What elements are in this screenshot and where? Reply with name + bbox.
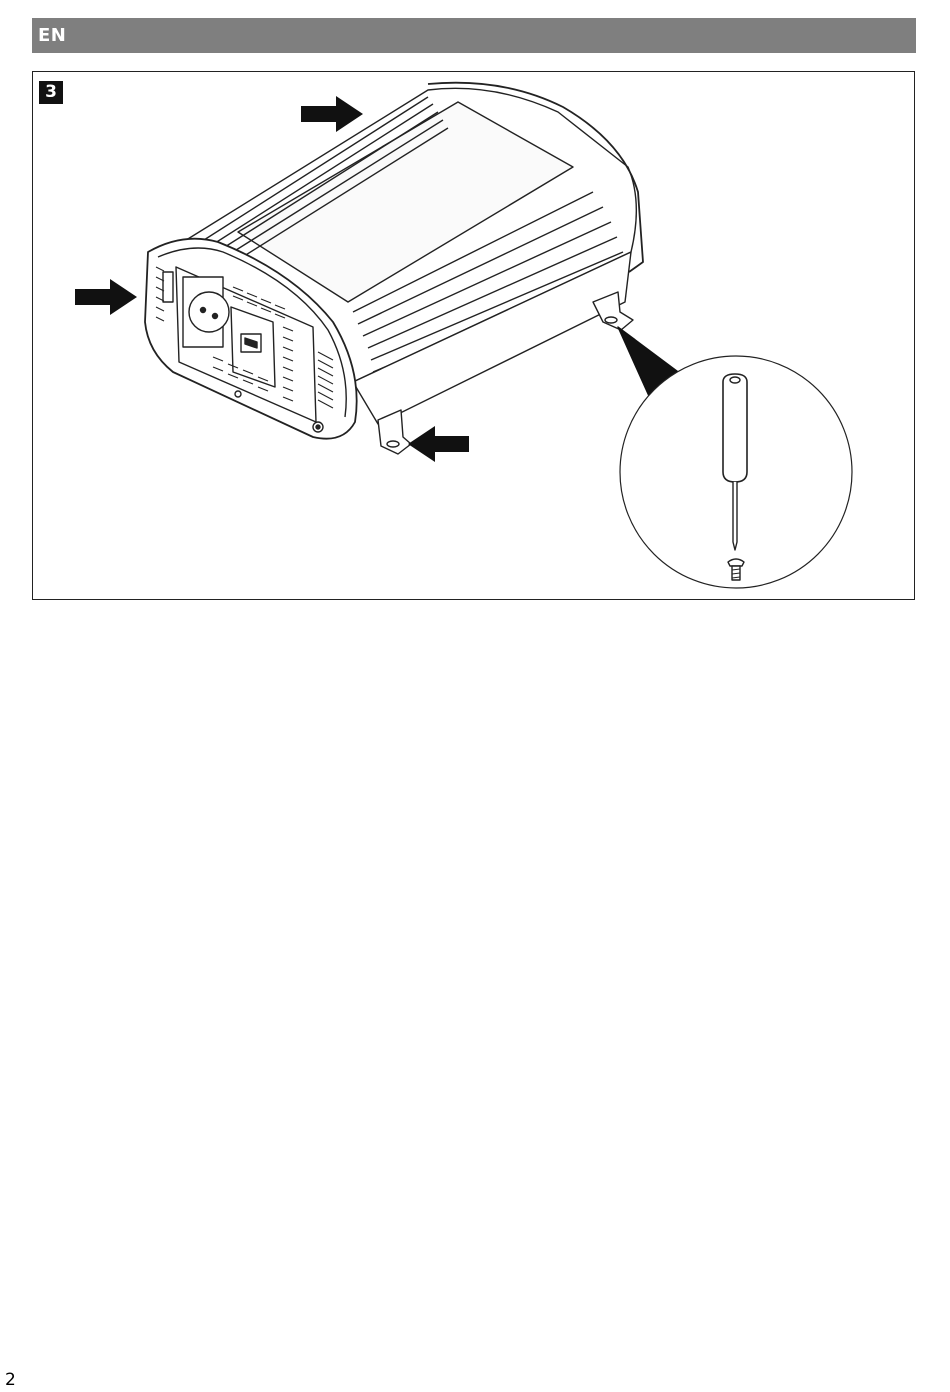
language-header-bar: EN: [32, 18, 916, 53]
arrow-left-icon: [408, 426, 469, 462]
detail-callout: [618, 327, 852, 588]
figure-frame: 3: [32, 71, 915, 600]
arrow-right-icon: [301, 96, 363, 132]
page-number: 2: [5, 1370, 16, 1390]
power-switch: [163, 272, 173, 302]
language-code: EN: [38, 25, 66, 46]
inverter-illustration: [33, 72, 914, 599]
arrow-right-icon: [75, 279, 137, 315]
inverter-housing: [145, 83, 643, 439]
